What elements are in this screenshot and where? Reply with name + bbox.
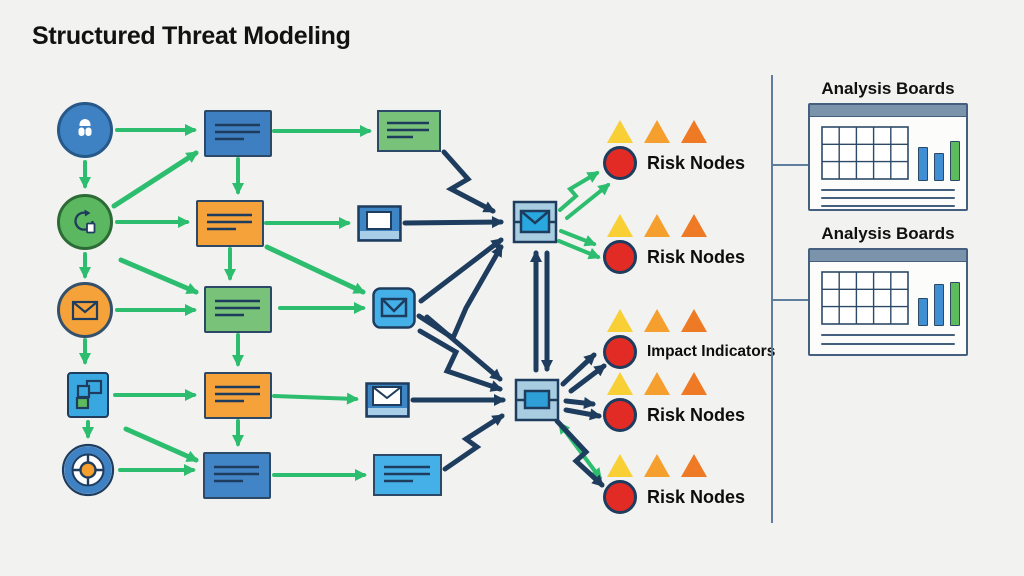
risk-group-1: Risk Nodes (600, 118, 850, 182)
risk-node-circle (603, 398, 637, 432)
impact-indicator-group: Impact Indicators (600, 307, 850, 371)
risk-node-circle (603, 480, 637, 514)
artifact-mail-app (372, 287, 416, 329)
source-node-modules (67, 372, 109, 418)
data-table-grid (821, 271, 909, 325)
aggregation-hub-screen (514, 378, 560, 422)
artifact-note-blue (373, 454, 442, 496)
screen-gateway-icon (514, 378, 560, 422)
text-line (821, 189, 955, 191)
text-line (821, 197, 955, 199)
panel-connector-line (772, 164, 808, 166)
analysis-board-panel-2 (808, 248, 968, 356)
risk-group-2: Risk Nodes (600, 212, 850, 276)
aggregation-hub-mail (512, 200, 558, 244)
browser-window-icon (357, 205, 402, 242)
warning-triangles (607, 309, 707, 332)
risk-group-label: Risk Nodes (647, 247, 746, 267)
process-box-5 (203, 452, 271, 499)
analysis-board-panel-1 (808, 103, 968, 211)
risk-group-label: Impact Indicators (647, 343, 776, 360)
panel-connector-line (772, 299, 808, 301)
warning-triangles (607, 372, 707, 395)
target-icon (61, 443, 115, 497)
process-box-4 (204, 372, 272, 419)
panel-header-bar (810, 250, 966, 262)
risk-node-circle (603, 335, 637, 369)
modules-icon (75, 379, 102, 409)
source-node-sync (57, 194, 113, 250)
bar-chart (916, 270, 962, 326)
text-lines (215, 385, 260, 403)
source-node-target (60, 442, 116, 498)
risk-node-circle (603, 146, 637, 180)
risk-group-label: Risk Nodes (647, 487, 746, 507)
text-line (821, 205, 955, 207)
risk-group-label: Risk Nodes (647, 153, 746, 173)
artifact-mail-window (365, 382, 410, 418)
source-node-mail (57, 282, 113, 338)
bug-icon (78, 119, 92, 136)
text-lines (214, 465, 259, 483)
warning-triangles (607, 454, 707, 477)
bar (950, 141, 960, 181)
bar (934, 153, 944, 181)
bar-chart (916, 125, 962, 181)
process-box-2 (196, 200, 264, 247)
warning-triangles (607, 214, 707, 237)
text-lines (387, 121, 429, 139)
text-line (821, 343, 955, 345)
text-line (821, 334, 955, 336)
panel-header-bar (810, 105, 966, 117)
risk-group-label: Risk Nodes (647, 405, 746, 425)
envelope-icon (71, 300, 99, 321)
text-lines (207, 213, 252, 231)
artifact-browser-window (357, 205, 402, 242)
text-lines (215, 299, 260, 317)
navy-flow-arrows (402, 149, 607, 488)
panel-title: Analysis Boards (821, 79, 955, 98)
risk-group-4: Risk Nodes (600, 370, 850, 434)
warning-triangles (607, 120, 707, 143)
sync-globe-icon (74, 209, 96, 234)
green-flow-arrows (79, 124, 611, 481)
text-lines (215, 123, 260, 141)
envelope-app-icon (372, 287, 416, 329)
mail-window-icon (365, 382, 410, 418)
risk-node-circle (603, 240, 637, 274)
bar (950, 282, 960, 326)
page-title: Structured Threat Modeling (32, 22, 351, 50)
process-box-3 (204, 286, 272, 333)
data-table-grid (821, 126, 909, 180)
source-node-threat (57, 102, 113, 158)
panel-title: Analysis Boards (821, 224, 955, 243)
artifact-note-green (377, 110, 441, 152)
text-lines (384, 465, 430, 483)
process-box-1 (204, 110, 272, 157)
bar (918, 147, 928, 181)
bar (934, 284, 944, 326)
mail-gateway-icon (512, 200, 558, 244)
bar (918, 298, 928, 326)
risk-group-5: Risk Nodes (600, 452, 850, 516)
